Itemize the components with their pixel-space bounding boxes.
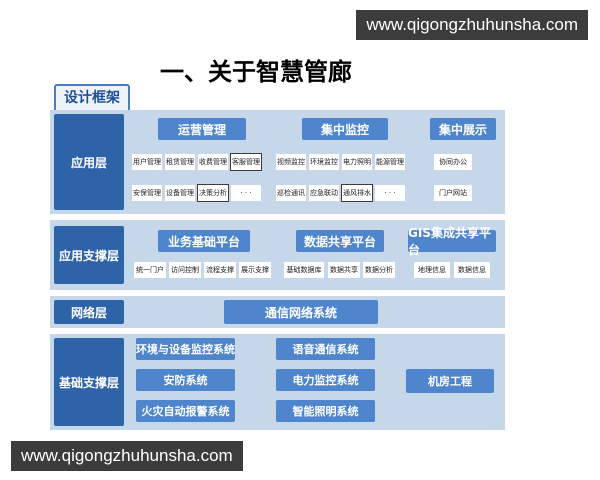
support-item: 基础数据库: [284, 262, 324, 278]
smart-lighting-system: 智能照明系统: [276, 400, 375, 422]
network-layer: 网络层 通信网络系统: [50, 296, 505, 328]
page-title: 一、关于智慧管廊: [160, 58, 352, 86]
app-item: 巡检通讯: [276, 185, 306, 201]
env-equipment-monitoring-system: 环境与设备监控系统: [136, 338, 235, 360]
app-item: 设备管理: [165, 185, 195, 201]
app-item: 环境监控: [309, 154, 339, 170]
central-monitoring-head: 集中监控: [302, 118, 388, 140]
app-item: 客服管理: [230, 153, 262, 171]
support-item: 统一门户: [134, 262, 166, 278]
support-layer: 应用支撑层 业务基础平台 统一门户 访问控制 流程支撑 展示支撑 数据共享平台 …: [50, 220, 505, 290]
app-item: · · ·: [375, 185, 405, 201]
app-item: 通风排水: [341, 184, 373, 202]
support-item: 访问控制: [169, 262, 201, 278]
application-layer-label: 应用层: [54, 114, 124, 210]
base-layer-label: 基础支撑层: [54, 338, 124, 426]
support-item: 展示支撑: [239, 262, 271, 278]
app-item: 决策分析: [197, 184, 229, 202]
application-layer: 应用层 运营管理 用户管理 租赁管理 收费管理 客服管理 安保管理 设备管理 决…: [50, 110, 505, 214]
framework-tag: 设计框架: [54, 84, 130, 113]
gis-platform-head: GIS集成共享平台: [408, 226, 496, 257]
app-item: 应急联动: [309, 185, 339, 201]
support-layer-label: 应用支撑层: [54, 226, 124, 284]
app-item: 协同办公: [434, 154, 472, 170]
app-item: 租赁管理: [165, 154, 195, 170]
support-item: 流程支撑: [204, 262, 236, 278]
app-item: 门户网站: [434, 185, 472, 201]
business-platform-head: 业务基础平台: [158, 230, 250, 252]
network-layer-label: 网络层: [54, 300, 124, 324]
voice-communication-system: 语音通信系统: [276, 338, 375, 360]
power-monitoring-system: 电力监控系统: [276, 369, 375, 391]
watermark-top: www.qigongzhuhunsha.com: [356, 10, 588, 40]
base-layer: 基础支撑层 环境与设备监控系统 安防系统 火灾自动报警系统 语音通信系统 电力监…: [50, 334, 505, 430]
app-item: 视频监控: [276, 154, 306, 170]
fire-alarm-system: 火灾自动报警系统: [136, 400, 235, 422]
app-item: 电力照明: [342, 154, 372, 170]
communication-network-system: 通信网络系统: [224, 300, 378, 324]
app-item: 收费管理: [198, 154, 228, 170]
security-system: 安防系统: [136, 369, 235, 391]
support-item: 数据共享: [328, 262, 360, 278]
app-item: · · ·: [231, 185, 261, 201]
data-sharing-platform-head: 数据共享平台: [296, 230, 384, 252]
central-display-head: 集中展示: [430, 118, 496, 140]
ops-management-head: 运营管理: [158, 118, 246, 140]
watermark-bottom: www.qigongzhuhunsha.com: [11, 441, 243, 471]
machine-room-engineering: 机房工程: [406, 369, 494, 393]
support-item: 数据信息: [454, 262, 490, 278]
app-item: 安保管理: [132, 185, 162, 201]
app-item: 用户管理: [132, 154, 162, 170]
support-item: 地理信息: [414, 262, 450, 278]
app-item: 能源管理: [375, 154, 405, 170]
support-item: 数据分析: [363, 262, 395, 278]
